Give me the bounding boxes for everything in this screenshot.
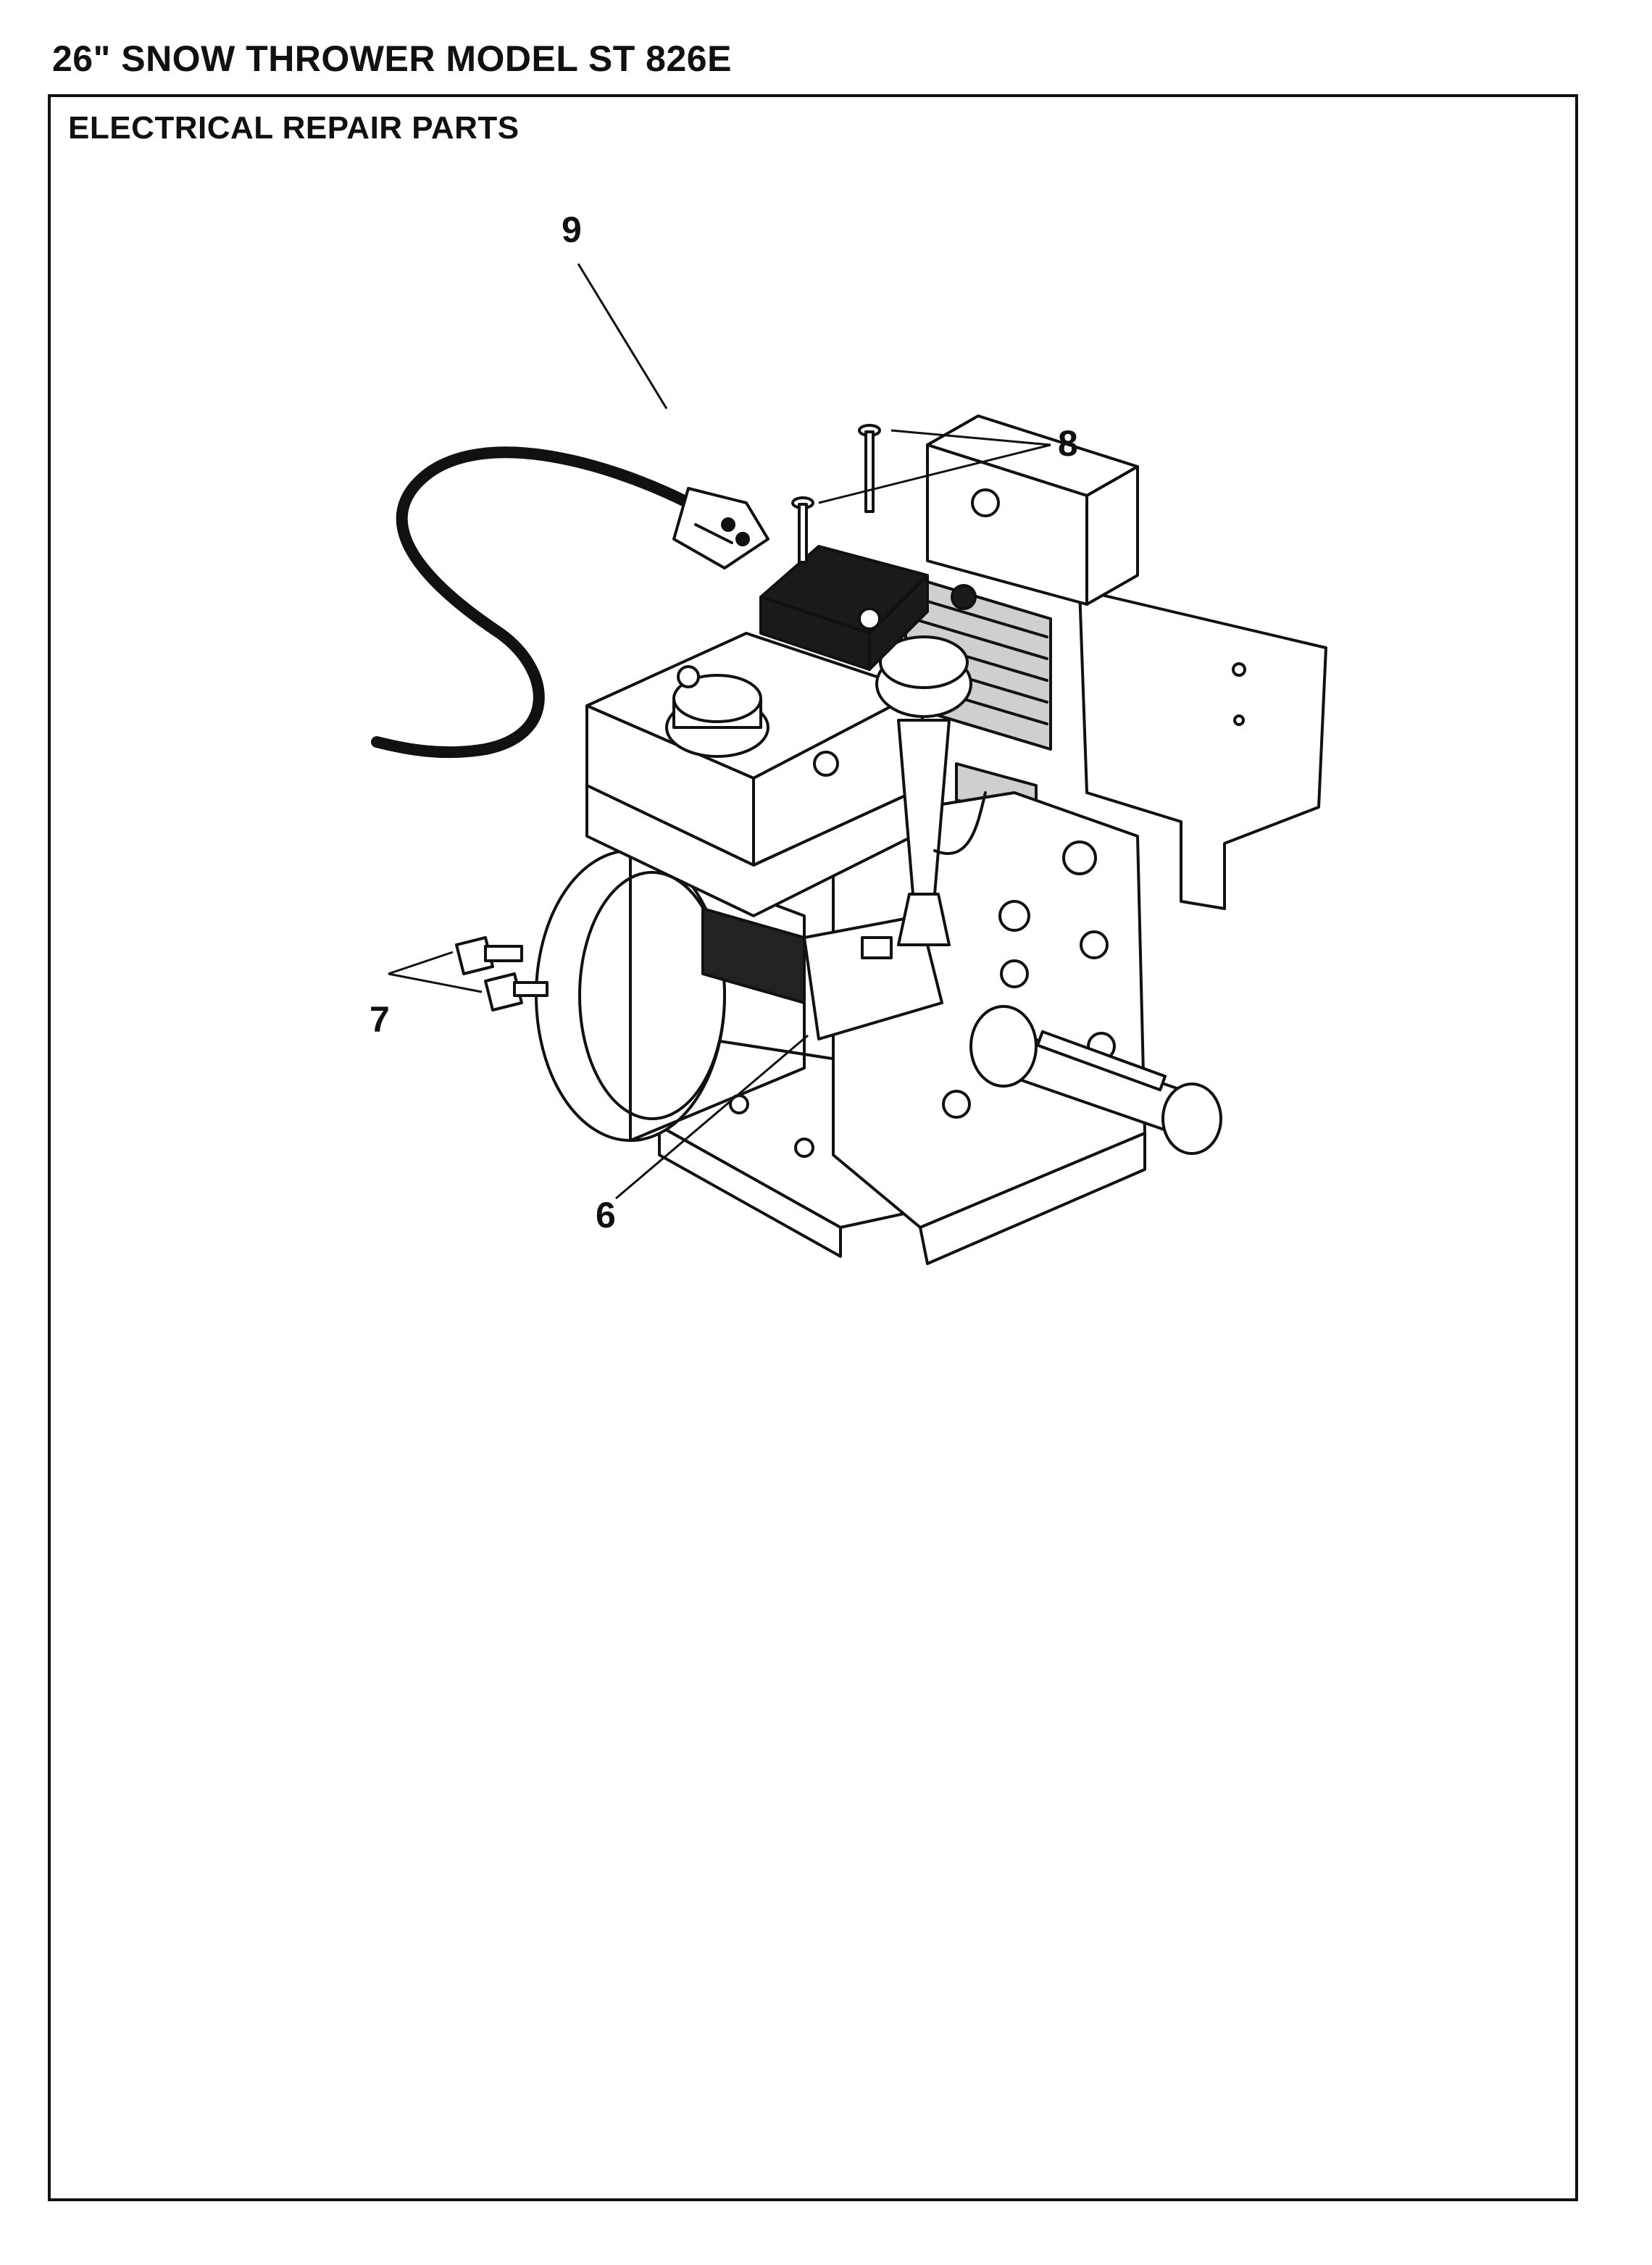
extension-cord (371, 446, 769, 759)
engine-exploded-diagram: 9 8 7 6 (370, 209, 1327, 1265)
callout-9: 9 (562, 209, 582, 250)
mounting-screw-short (791, 496, 814, 564)
mounting-screw-long (858, 424, 881, 513)
pto-shaft (969, 1005, 1222, 1155)
page-title: 26" SNOW THROWER MODEL ST 826E (52, 38, 732, 79)
callout-8: 8 (1058, 423, 1078, 464)
muffler (926, 414, 1139, 606)
parts-panel: ELECTRICAL REPAIR PARTS (48, 94, 1578, 2201)
starter-bolt-upper (455, 936, 523, 975)
oil-fill-tube (875, 635, 987, 946)
fuel-tank (585, 632, 929, 917)
section-title: ELECTRICAL REPAIR PARTS (68, 110, 520, 146)
starter-switch-box (759, 545, 977, 671)
callout-7: 7 (370, 999, 390, 1040)
right-shroud-bracket (1078, 588, 1327, 910)
starter-bolt-lower (484, 972, 548, 1011)
callout-6: 6 (596, 1195, 616, 1235)
electric-starter-motor (701, 907, 943, 1040)
recoil-starter-housing (535, 849, 806, 1142)
